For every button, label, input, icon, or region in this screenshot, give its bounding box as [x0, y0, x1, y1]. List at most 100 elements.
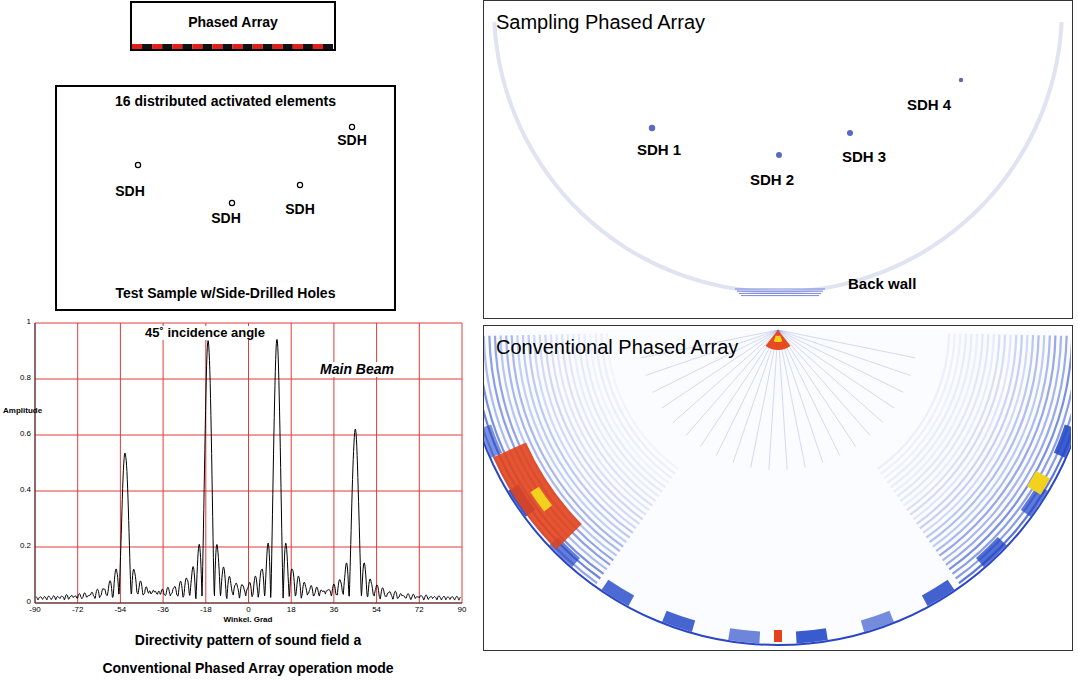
back-wall-echo — [739, 293, 821, 294]
echo-band — [952, 336, 1071, 575]
tick-label: 90 — [458, 606, 467, 615]
array-element — [162, 44, 172, 49]
grid-line — [35, 379, 462, 380]
caption-line: Directivity pattern of sound field a — [135, 633, 361, 648]
fan-outline — [492, 22, 1063, 294]
array-element — [202, 44, 212, 49]
back-wall-echo — [735, 289, 825, 290]
hole-label: SDH — [115, 184, 145, 199]
axis-title: Winkel. Grad — [224, 616, 273, 625]
beam-label: Main Beam — [317, 362, 397, 377]
hole-symbol — [349, 124, 354, 129]
array-element — [263, 44, 273, 49]
echo-band — [919, 335, 1023, 529]
echo-label: SDH 4 — [907, 97, 951, 114]
array-element — [323, 44, 333, 49]
tick-label: 0.2 — [20, 542, 31, 551]
echo-band — [942, 336, 1062, 562]
grid-line — [35, 547, 462, 548]
grid-line — [248, 323, 249, 603]
grid-line — [35, 323, 36, 603]
axis-line — [35, 323, 36, 603]
hole-echo — [959, 78, 963, 82]
echo-label: SDH 3 — [842, 149, 886, 166]
probe-box: Phased Array — [130, 1, 336, 51]
hole-symbol — [135, 162, 140, 167]
chart-title: 45˚ incidence angle — [142, 326, 268, 340]
array-element — [222, 44, 232, 49]
radial-streak — [769, 330, 778, 470]
tick-label: 18 — [287, 606, 296, 615]
tick-label: -72 — [72, 606, 84, 615]
image-panel: Sampling Phased Array — [483, 0, 1073, 319]
hole-echo — [649, 125, 655, 131]
grid-line — [35, 603, 462, 604]
echo-band — [494, 336, 614, 562]
grid-line — [35, 323, 462, 324]
axis-title: Amplitude — [3, 407, 42, 416]
panel-title: Sampling Phased Array — [496, 11, 705, 34]
array-element — [313, 44, 323, 49]
side-drilled-holes — [135, 124, 354, 205]
tick-label: 0.4 — [20, 486, 31, 495]
echo-band — [527, 335, 633, 534]
strong-echo — [530, 487, 552, 512]
tick-label: -90 — [29, 606, 41, 615]
tick-label: 1 — [27, 318, 31, 327]
axis-line — [35, 603, 462, 604]
echo-band — [958, 336, 1071, 584]
conventional-image — [484, 330, 1071, 646]
radial-streak — [778, 330, 840, 456]
rim-echo — [484, 425, 502, 458]
hole-symbol — [297, 182, 302, 187]
fan-rim — [484, 330, 1071, 646]
tick-label: -54 — [115, 606, 127, 615]
hole-echo — [847, 130, 853, 136]
directivity-chart — [35, 323, 462, 603]
radial-streak — [778, 330, 805, 467]
array-element — [243, 44, 253, 49]
radial-streak — [778, 330, 787, 470]
array-element — [132, 44, 142, 49]
echo-band — [922, 335, 1028, 534]
back-wall-echo — [741, 295, 819, 296]
hole-echo — [776, 152, 782, 158]
echo-band — [955, 336, 1071, 579]
test-sample-box: 16 distributed activated elementsTest Sa… — [55, 85, 396, 311]
echo-label: SDH 2 — [750, 172, 794, 189]
array-element — [273, 44, 283, 49]
echo-label: SDH 1 — [637, 142, 681, 159]
echo-band — [926, 335, 1034, 538]
grid-line — [291, 323, 292, 603]
sampling-image — [492, 22, 1063, 296]
directivity-curve — [36, 339, 461, 600]
fan-ground — [484, 330, 1071, 646]
array-element — [172, 44, 182, 49]
near-field — [766, 330, 791, 350]
array-element — [303, 44, 313, 49]
box-label: Phased Array — [188, 14, 278, 30]
tick-label: 0 — [246, 606, 250, 615]
array-element — [192, 44, 202, 49]
tick-label: 72 — [415, 606, 424, 615]
grid-line — [35, 435, 462, 436]
array-strip — [132, 44, 333, 49]
echo-band — [916, 335, 1017, 525]
array-element — [142, 44, 152, 49]
tick-label: 0.8 — [20, 374, 31, 383]
array-element — [152, 44, 162, 49]
tick-label: 36 — [329, 606, 338, 615]
box-label: Test Sample w/Side-Drilled Holes — [116, 285, 336, 301]
hole-label: SDH — [337, 133, 367, 148]
array-element — [293, 44, 303, 49]
tick-label: 54 — [372, 606, 381, 615]
radial-streak — [778, 330, 870, 435]
array-element — [212, 44, 222, 49]
array-element — [283, 44, 293, 49]
echo-band — [488, 336, 610, 566]
strong-echo — [1027, 471, 1050, 495]
hole-label: SDH — [285, 202, 315, 217]
echo-band — [939, 336, 1057, 557]
hole-label: SDH — [211, 211, 241, 226]
tick-label: 0.6 — [20, 430, 31, 439]
